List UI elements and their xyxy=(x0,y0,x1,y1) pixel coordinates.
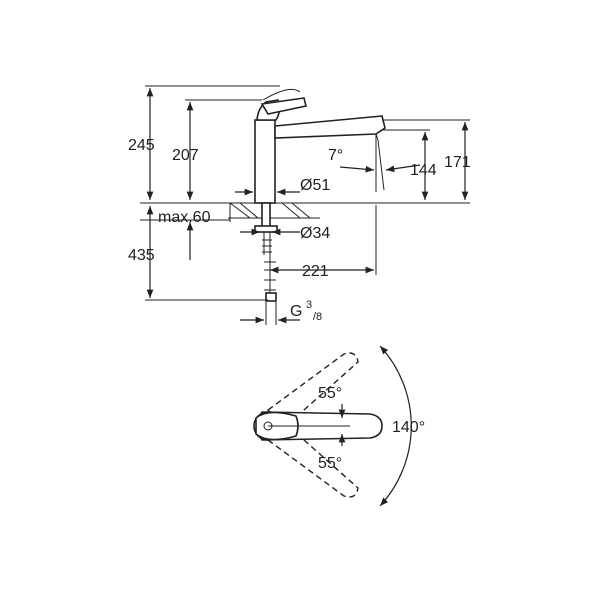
label-207: 207 xyxy=(172,147,199,164)
countertop xyxy=(140,202,470,219)
dimension-lines xyxy=(140,85,470,325)
label-221: 221 xyxy=(302,263,329,280)
label-thread-numerator: 3 xyxy=(306,299,312,311)
label-max-60: max.60 xyxy=(158,209,211,226)
label-thread-denominator: /8 xyxy=(313,311,322,323)
label-angle-total: 140° xyxy=(392,419,425,436)
label-144: 144 xyxy=(410,162,437,179)
label-171: 171 xyxy=(444,154,471,171)
label-7-degrees: 7° xyxy=(328,147,343,164)
faucet-body xyxy=(254,88,386,204)
label-thread-g: G xyxy=(290,303,302,320)
label-245: 245 xyxy=(128,137,155,154)
label-angle-lower: 55° xyxy=(318,455,342,472)
label-435: 435 xyxy=(128,247,155,264)
label-diameter-51: Ø51 xyxy=(300,177,330,194)
lever-position-lower xyxy=(266,423,359,498)
rotation-arc xyxy=(379,345,412,507)
label-angle-upper: 55° xyxy=(318,385,342,402)
lever-handle xyxy=(260,97,307,115)
lever-position-upper xyxy=(266,352,359,427)
label-diameter-34: Ø34 xyxy=(300,225,330,242)
spout xyxy=(274,115,386,139)
top-view: 55° 55° 140° xyxy=(253,345,425,507)
side-view: 245 207 7° Ø51 144 171 max.60 Ø34 435 22… xyxy=(128,85,471,325)
